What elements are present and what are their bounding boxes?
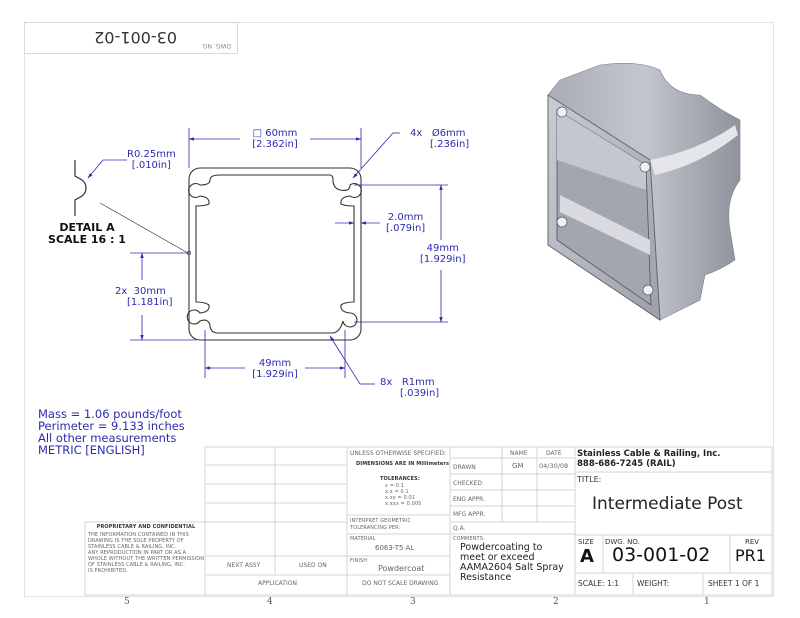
proprietary-line-7: IS PROHIBITED. (88, 568, 128, 574)
title-label: TITLE: (577, 475, 602, 484)
tolerance-2: x.x = 0.1 (385, 489, 409, 495)
sheet-value: SHEET 1 OF 1 (708, 579, 760, 588)
proprietary-title: PROPRIETARY AND CONFIDENTIAL (96, 524, 196, 530)
proprietary-line-2: DRAWING IS THE SOLE PROPERTY OF (88, 538, 184, 544)
comments-text: Powdercoating to meet or exceed AAMA2604… (460, 542, 564, 583)
dim-vert-pitch-in: [1.929in] (420, 254, 466, 265)
dimensions-units: DIMENSIONS ARE IN Millimeters (356, 461, 450, 467)
dim-hole: 4x Ø6mm [.236in] (410, 128, 469, 150)
dim-horiz-pitch-mm: 49mm (258, 358, 292, 369)
dim-vert-pitch: 49mm [1.929in] (420, 243, 466, 265)
size-value: A (580, 546, 594, 567)
proprietary-line-4: ANY REPRODUCTION IN PART OR AS A (88, 550, 187, 556)
zone-3: 3 (410, 597, 416, 607)
proprietary-line-3: STAINLESS CABLE & RAILING, INC. (88, 544, 177, 550)
dim-side-in: [1.181in] (127, 297, 173, 308)
dim-hole-count: 4x (410, 128, 423, 139)
rev-label: REV (745, 538, 760, 546)
note-perimeter: Perimeter = 9.133 inches (38, 419, 185, 433)
company-phone: 888-686-7245 (RAIL) (577, 458, 676, 469)
dim-fillet-in: [.039in] (400, 388, 440, 399)
detail-a-radius-mm: R0.25mm (127, 149, 176, 160)
dim-wall-in: [.079in] (386, 223, 426, 234)
application-label: APPLICATION (258, 580, 297, 587)
used-on-label: USED ON (299, 562, 327, 569)
approvals-name-header: NAME (510, 450, 528, 457)
dimension-lines (130, 128, 448, 385)
company-name: Stainless Cable & Railing, Inc. (577, 449, 721, 459)
dim-side: 2x 30mm [1.181in] (115, 286, 173, 308)
dim-horiz-pitch-in: [1.929in] (252, 369, 298, 380)
dim-wall-mm: 2.0mm (387, 212, 424, 223)
next-assy-label: NEXT ASSY (227, 562, 261, 569)
finish-label: FINISH (350, 558, 368, 564)
note-mass: Mass = 1.06 pounds/foot (38, 407, 182, 421)
dwg-no-label: DWG. NO. (605, 538, 640, 546)
iso-render (547, 63, 741, 321)
weight-label: WEIGHT: (637, 579, 670, 588)
do-not-scale: DO NOT SCALE DRAWING (362, 580, 439, 587)
dim-hole-dia-in: [.236in] (430, 139, 470, 150)
size-label: SIZE (578, 538, 594, 546)
sheet-border (24, 22, 774, 597)
dim-hole-dia-mm: Ø6mm (431, 128, 466, 139)
detail-a-sketch (74, 160, 87, 216)
top-dwg-box: DWG. NO. 03-001-02 (24, 22, 238, 54)
dim-fillet-mm: R1mm (401, 377, 435, 388)
tolerance-1: x = 0.1 (385, 483, 404, 489)
comments-label: COMMENTS: (453, 536, 485, 542)
tolerances-label: TOLERANCES: (380, 476, 420, 482)
zone-4: 4 (267, 597, 273, 607)
scale-value: SCALE: 1:1 (578, 579, 620, 588)
approval-label-checked: CHECKED (453, 480, 483, 487)
approval-date-drawn: 04/30/08 (539, 462, 569, 470)
approvals-date-header: DATE (546, 450, 562, 457)
finish-value: Powdercoat (378, 564, 425, 573)
dim-vert-pitch-mm: 49mm (426, 243, 459, 254)
tolerance-list: x = 0.1 x.x = 0.1 x.xx = 0.01 x.xxx = 0.… (385, 483, 421, 507)
zone-5: 5 (124, 597, 130, 607)
dim-wall: 2.0mm [.079in] (386, 212, 425, 234)
dim-fillet: 8x R1mm [.039in] (380, 377, 439, 399)
dim-horiz-pitch: 49mm [1.929in] (248, 358, 302, 380)
interpret-geometric: INTERPRET GEOMETRIC (350, 518, 412, 524)
dim-fillet-count: 8x (380, 377, 393, 388)
detail-a-title-line1: DETAIL A (59, 221, 115, 234)
dim-side-mm: 30mm (133, 286, 166, 297)
dim-width-mm: □ 60mm (252, 128, 298, 139)
note-units: METRIC [ENGLISH] (38, 443, 145, 457)
detail-a-title: DETAIL A SCALE 16 : 1 (44, 222, 130, 246)
dim-width-in: [2.362in] (252, 139, 298, 150)
dim-width: □ 60mm [2.362in] (245, 128, 305, 150)
material-label: MATERIAL (350, 536, 376, 542)
title-block-grid (84, 446, 773, 596)
tolerance-3: x.xx = 0.01 (385, 495, 416, 501)
approval-label-drawn: DRAWN (453, 464, 476, 471)
proprietary-line-6: OF STAINLESS CABLE & RAILING, INC. (88, 562, 186, 568)
approval-label-mfg: MFG APPR. (453, 511, 486, 518)
profile-outline (186, 167, 362, 341)
note-measurements: All other measurements (38, 431, 177, 445)
detail-a-radius-in: [.010in] (131, 160, 171, 171)
unless-specified: UNLESS OTHERWISE SPECIFIED: (350, 450, 447, 457)
proprietary-block: PROPRIETARY AND CONFIDENTIAL THE INFORMA… (88, 524, 204, 574)
company-info: Stainless Cable & Railing, Inc. 888-686-… (577, 449, 721, 469)
tolerancing-per: TOLERANCING PER: (350, 525, 401, 531)
proprietary-line-1: THE INFORMATION CONTAINED IN THIS (88, 532, 189, 538)
dim-side-count: 2x (115, 286, 128, 297)
detail-a-title-line2: SCALE 16 : 1 (48, 233, 126, 246)
detail-a-radius: R0.25mm [.010in] (127, 149, 176, 171)
tolerance-4: x.xxx = 0.005 (385, 501, 422, 507)
approval-name-drawn: GM (512, 462, 524, 470)
rev-value: PR1 (735, 546, 766, 565)
dwg-no-value: 03-001-02 (612, 544, 711, 566)
proprietary-line-5: WHOLE WITHOUT THE WRITTEN PERMISSION (88, 556, 205, 562)
drawing-title: Intermediate Post (592, 494, 743, 514)
zone-1: 1 (704, 597, 710, 607)
material-value: 6063-T5 AL (375, 544, 415, 552)
approval-label-qa: Q.A. (453, 525, 466, 532)
zone-2: 2 (553, 597, 559, 607)
approval-label-eng: ENG APPR. (453, 496, 486, 503)
notes: Mass = 1.06 pounds/foot Perimeter = 9.13… (38, 408, 185, 456)
